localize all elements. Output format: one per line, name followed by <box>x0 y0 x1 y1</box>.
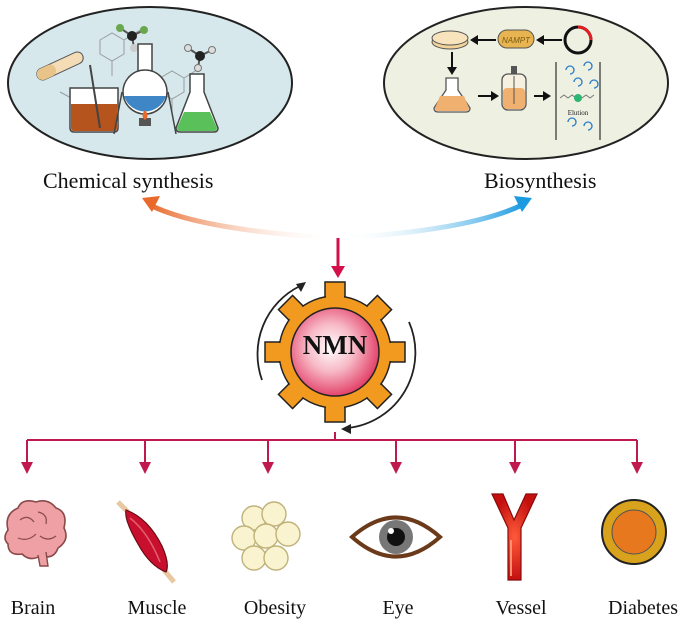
target-label-obesity: Obesity <box>243 597 307 619</box>
eye-icon <box>348 515 444 559</box>
test-tube-icon <box>36 51 84 81</box>
plasmid-icon <box>563 25 593 55</box>
nmn-gear-icon <box>264 281 406 423</box>
nampt-gene-icon: NAMPT <box>497 29 535 49</box>
target-label-brain: Brain <box>10 597 56 619</box>
target-arrows <box>21 440 643 474</box>
culture-flask-icon <box>433 77 471 113</box>
molecule-icon <box>116 24 216 72</box>
svg-text:Elution: Elution <box>568 109 589 117</box>
chemical-synthesis-arrow <box>142 196 336 241</box>
fermenter-icon <box>501 66 527 111</box>
biosynthesis-label: Biosynthesis <box>484 168 597 193</box>
rotation-arrow-icon <box>256 282 417 434</box>
muscle-icon <box>116 500 176 584</box>
target-distribution-lines <box>27 432 637 441</box>
biosynthesis-arrow <box>341 196 532 241</box>
purification-column-icon: Elution <box>555 61 601 140</box>
biosynthesis-panel: NAMPT <box>383 6 669 160</box>
nmn-label: NMN <box>302 330 368 360</box>
target-label-diabetes: Diabetes <box>608 597 678 619</box>
petri-dish-icon <box>431 30 469 50</box>
blood-vessel-icon <box>491 493 538 581</box>
target-label-muscle: Muscle <box>127 597 187 619</box>
input-arrow <box>331 238 345 278</box>
chemical-synthesis-label: Chemical synthesis <box>43 168 214 193</box>
brain-icon <box>4 500 67 567</box>
target-label-vessel: Vessel <box>495 597 547 619</box>
round-flask-icon <box>113 43 177 135</box>
svg-text:NAMPT: NAMPT <box>502 36 531 45</box>
beaker-icon <box>69 64 119 133</box>
fat-cells-icon <box>231 501 301 571</box>
target-label-eye: Eye <box>382 597 414 619</box>
chemical-synthesis-panel <box>7 6 293 160</box>
diabetes-icon <box>601 499 667 565</box>
erlenmeyer-flask-icon <box>175 73 219 133</box>
